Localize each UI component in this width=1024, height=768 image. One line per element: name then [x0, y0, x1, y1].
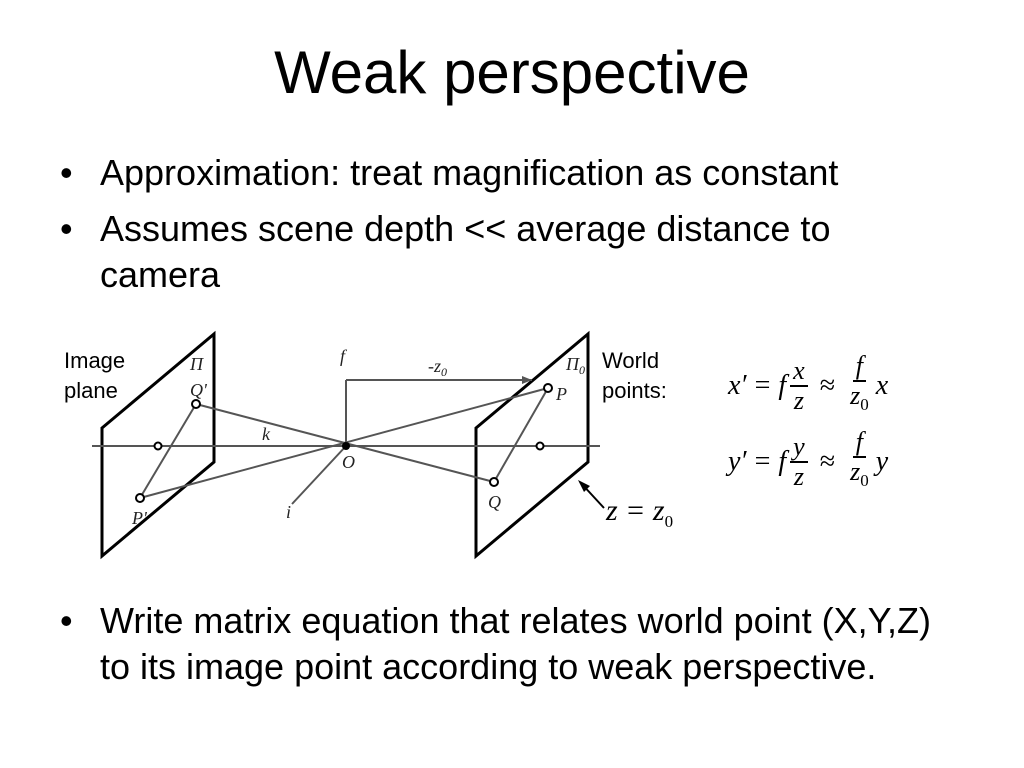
z-equation-sub: 0 [664, 512, 674, 531]
segment-pq-world [493, 387, 549, 483]
bullet-list-bottom: Write matrix equation that relates world… [60, 598, 960, 700]
image-plane-text: Image plane [64, 348, 126, 403]
point-q-img-marker [191, 399, 201, 409]
eq-y-lhs: y′ [728, 446, 747, 477]
eq-x-frac1-den: z [793, 386, 804, 415]
eq-y-frac1-den: z [793, 462, 804, 491]
eq-y-f: f [778, 446, 787, 477]
origin-label: O [342, 452, 355, 472]
point-p-img-marker [135, 493, 145, 503]
axis-label-i: i [286, 502, 291, 522]
eq-x-equals: = [754, 370, 771, 401]
eq-x-lhs: x′ [728, 370, 747, 401]
image-plane-label: Image plane [64, 346, 144, 406]
bullet-list-top: Approximation: treat magnification as co… [60, 150, 960, 308]
eq-x-frac1: x z [790, 357, 808, 415]
ray-diag [291, 445, 347, 505]
plane-label-left: Π [189, 354, 204, 374]
world-points-label: World points: [602, 346, 692, 406]
world-plane-shape [474, 330, 590, 560]
axis-label-z0-sub: 0 [441, 365, 447, 379]
eq-y-frac2-num: f [852, 428, 866, 459]
axis-label-z0: -z0 [428, 356, 447, 379]
bullet-item: Write matrix equation that relates world… [60, 598, 960, 690]
eq-y-equals: = [754, 446, 771, 477]
plane-label-right-sub: 0 [579, 363, 585, 377]
eq-x-tail: x [875, 370, 889, 401]
eq-y-frac1: y z [790, 433, 808, 491]
center-world-marker [535, 441, 545, 451]
point-p-marker [543, 383, 553, 393]
eq-y-frac2: f z0 [847, 428, 872, 495]
equation-x: x′ = f x z ≈ f z0 x [728, 348, 988, 424]
image-plane-shape [100, 330, 216, 560]
eq-x-f: f [778, 370, 787, 401]
bullet-item: Approximation: treat magnification as co… [60, 150, 960, 196]
axis-label-f: f [340, 346, 348, 366]
eq-x-approx: ≈ [819, 370, 836, 401]
axis-label-z0-main: -z [428, 356, 441, 376]
eq-x-frac2: f z0 [847, 352, 872, 419]
plane-label-right-main: Π [565, 354, 580, 374]
eq-x-frac2-den-main: z [850, 381, 861, 411]
eq-x-frac2-num: f [852, 352, 866, 383]
eq-y-frac2-den-sub: 0 [860, 471, 869, 491]
z-pointer-arrowhead [578, 480, 590, 492]
point-p-label: P [555, 384, 567, 404]
z-equals-z0: z = z0 [606, 494, 673, 532]
z-equation-text: z = z [606, 494, 665, 527]
eq-y-frac2-den-main: z [850, 457, 861, 487]
z0-arrowhead [522, 376, 532, 384]
plane-label-right: Π0 [565, 354, 585, 377]
eq-x-frac2-den: z0 [847, 382, 872, 419]
point-p-img-label: P' [131, 508, 148, 528]
slide-title: Weak perspective [274, 39, 750, 106]
eq-y-approx: ≈ [819, 446, 836, 477]
point-q-img-label: Q' [190, 380, 208, 400]
eq-y-frac1-num: y [790, 433, 808, 463]
world-points-text: World points: [602, 348, 667, 403]
segment-pq-image [139, 403, 197, 499]
point-q-marker [489, 477, 499, 487]
projection-equations: x′ = f x z ≈ f z0 x y′ = f y z ≈ f z0 y [728, 348, 988, 500]
eq-y-tail: y [875, 446, 889, 477]
point-q-label: Q [488, 492, 501, 512]
bullet-item: Assumes scene depth << average distance … [60, 206, 960, 298]
center-img-marker [153, 441, 163, 451]
eq-y-frac2-den: z0 [847, 458, 872, 495]
axis-label-k: k [262, 424, 271, 444]
equation-y: y′ = f y z ≈ f z0 y [728, 424, 988, 500]
origin-point [342, 442, 350, 450]
eq-x-frac1-num: x [790, 357, 808, 387]
eq-x-frac2-den-sub: 0 [860, 395, 869, 415]
